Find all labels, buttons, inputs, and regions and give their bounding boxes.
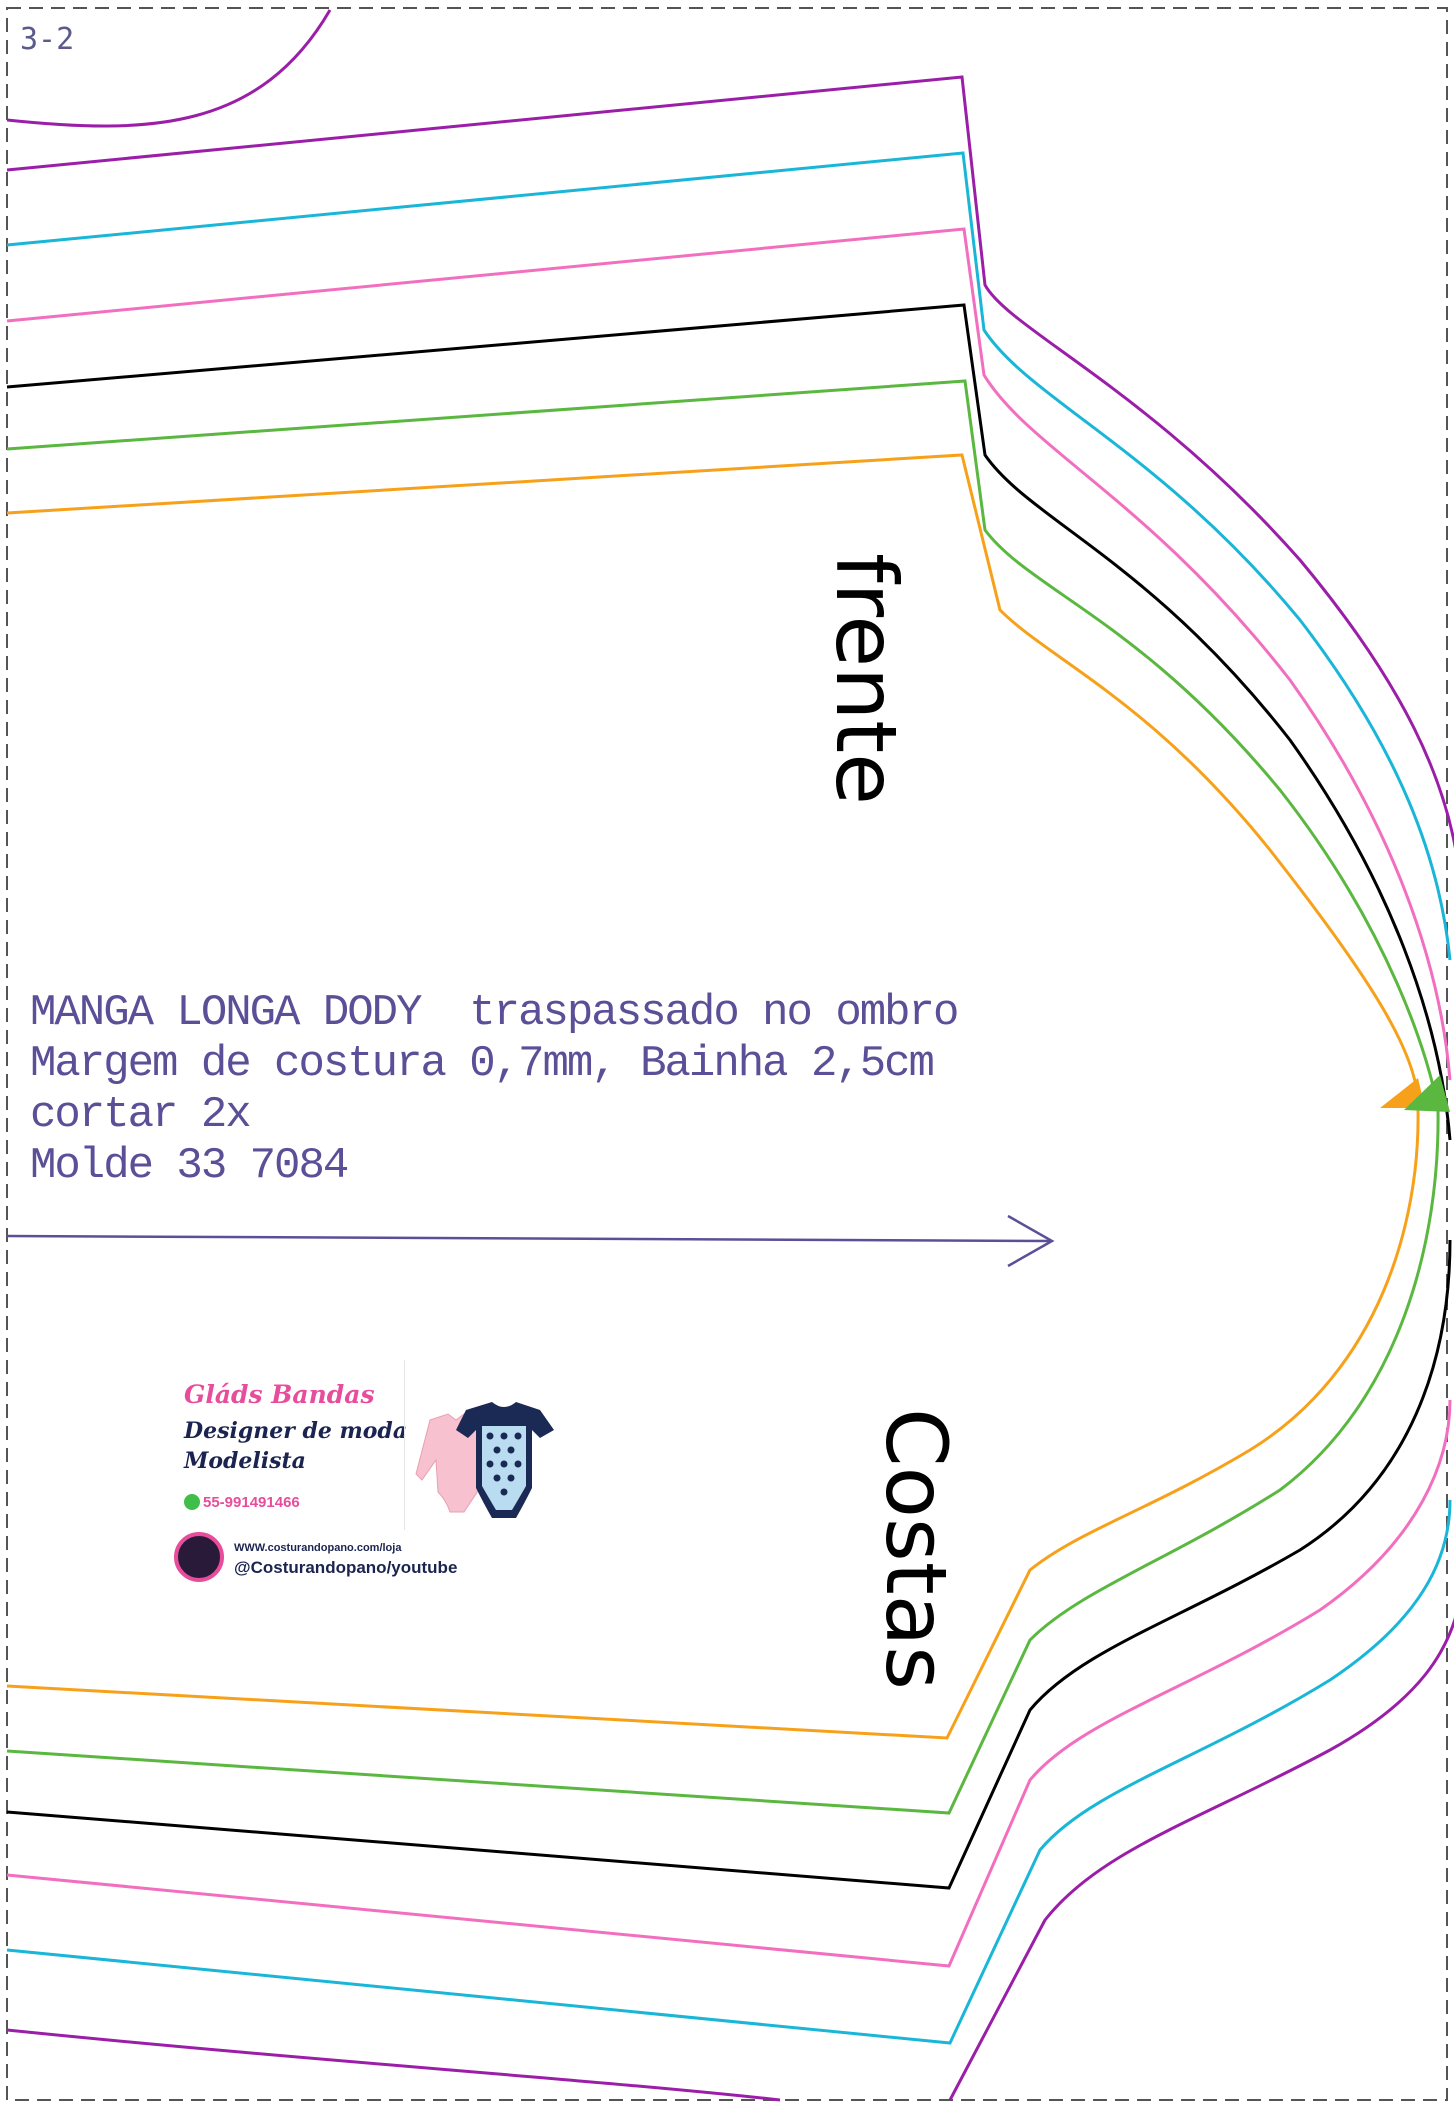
brand-youtube: @Costurandopano/youtube	[234, 1558, 458, 1577]
cut-instruction: cortar 2x	[30, 1090, 252, 1140]
brand-phone: 55-991491466	[184, 1494, 300, 1511]
seam-allowance: Margem de costura 0,7mm, Bainha 2,5cm	[30, 1039, 935, 1089]
size-line-black	[6, 303, 1452, 1141]
brand-block: Gláds Bandas Designer de moda Modelista …	[172, 1360, 592, 1600]
grainline-arrow	[6, 1214, 1055, 1268]
navy-bodysuit	[456, 1402, 554, 1518]
size-line-purple	[6, 2028, 781, 2102]
page-number: 3-2	[20, 22, 75, 57]
size-line-orange	[6, 453, 1420, 1111]
brand-role-designer: Designer de moda	[184, 1418, 408, 1444]
pattern-code: Molde 33 7084	[30, 1141, 349, 1191]
size-line-purple	[6, 9, 332, 128]
size-line-green	[6, 1109, 1440, 1815]
size-line-cyan	[6, 151, 1452, 961]
size-line-cyan	[6, 1499, 1452, 2045]
front-label: frente	[816, 553, 915, 805]
notch-green	[1404, 1075, 1450, 1112]
pattern-info: MANGA LONGA DODY traspassado no ombro Ma…	[30, 988, 959, 1192]
size-line-pink	[6, 227, 1452, 1081]
size-line-green	[6, 379, 1440, 1111]
phone-number: 55-991491466	[203, 1494, 300, 1511]
baby-bodysuit-illustration	[415, 1402, 554, 1518]
brand-url: WWW.costurandopano.com/loja	[234, 1542, 402, 1554]
whatsapp-icon	[184, 1494, 200, 1510]
brand-role-modelista: Modelista	[184, 1448, 306, 1474]
size-lines	[6, 9, 1454, 2102]
size-line-purple	[6, 75, 1454, 849]
size-line-purple	[948, 1617, 1454, 2101]
back-label: Costas	[866, 1408, 965, 1690]
notch-orange	[1380, 1078, 1425, 1108]
pattern-title: MANGA LONGA DODY traspassado no ombro	[30, 988, 959, 1038]
divider	[404, 1360, 405, 1530]
size-line-black	[6, 1239, 1452, 1890]
brand-name: Gláds Bandas	[184, 1380, 375, 1409]
size-line-pink	[6, 1399, 1452, 1968]
size-line-orange	[6, 1109, 1420, 1740]
brand-logo-icon	[174, 1532, 224, 1582]
